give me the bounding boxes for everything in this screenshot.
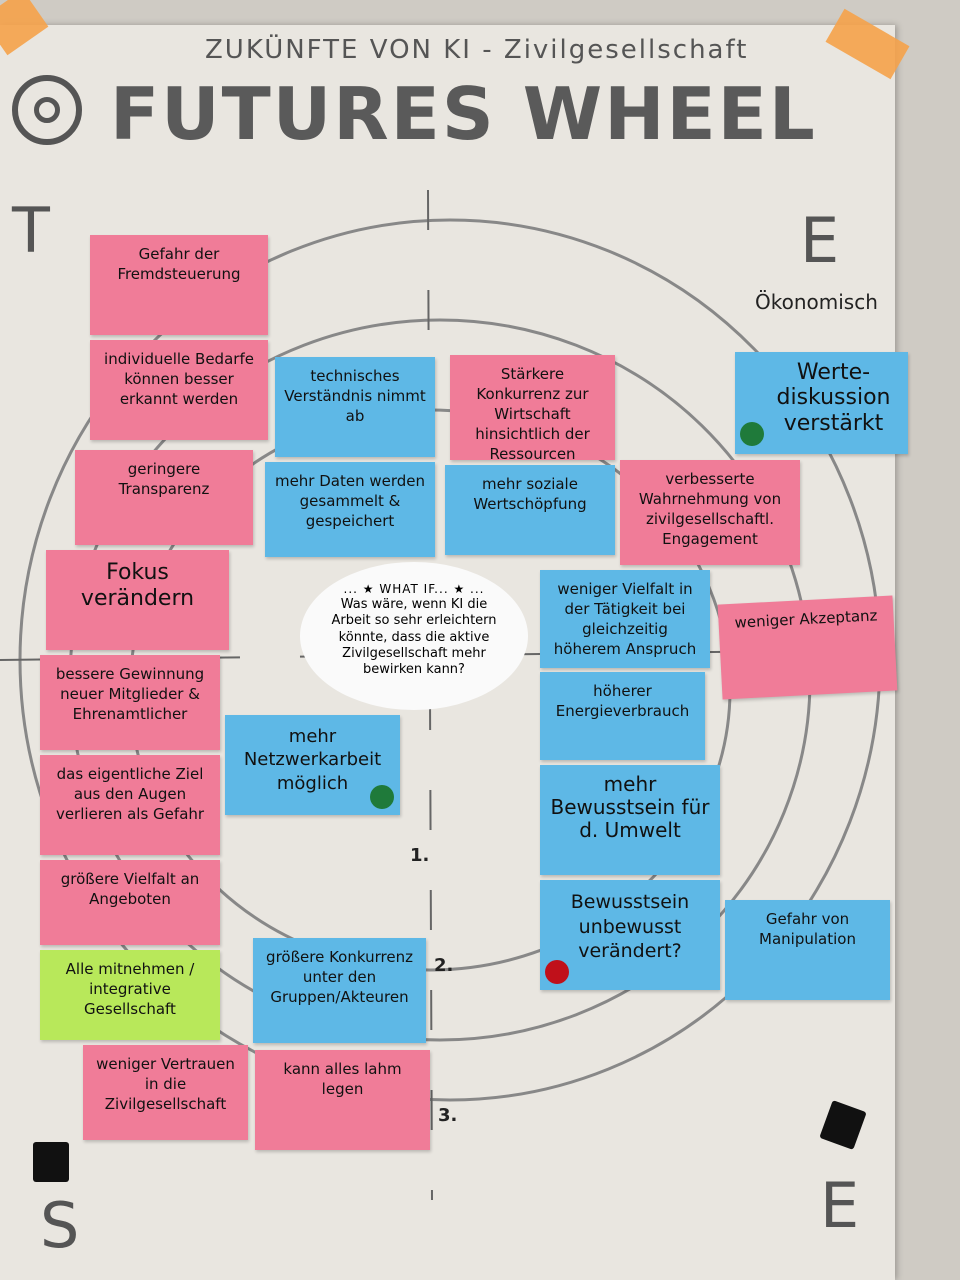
corner-label-e-top: E <box>800 204 840 277</box>
sticky-note: mehr Daten werden gesammelt & gespeicher… <box>265 462 435 557</box>
subtitle: ZUKÜNFTE VON KI - Zivilgesellschaft <box>205 35 749 65</box>
corner-label-s: S <box>40 1189 80 1262</box>
sticky-note: weniger Akzeptanz <box>717 595 898 700</box>
note-text: mehr soziale Wertschöpfung <box>473 475 587 513</box>
note-text: kann alles lahm legen <box>283 1060 402 1098</box>
sticky-note: Gefahr der Fremdsteuerung <box>90 235 268 335</box>
green-dot-sticker <box>740 422 764 446</box>
sticky-note: das eigentliche Ziel aus den Augen verli… <box>40 755 220 855</box>
sticky-note: mehr soziale Wertschöpfung <box>445 465 615 555</box>
binder-clip-left <box>33 1142 69 1182</box>
note-text: Bewusstsein unbewusst verändert? <box>570 891 690 963</box>
page-title: FUTURES WHEEL <box>110 72 817 156</box>
sticky-note: verbesserte Wahrnehmung von zivilgesells… <box>620 460 800 565</box>
red-dot-sticker <box>545 960 569 984</box>
central-question: Was wäre, wenn KI die Arbeit so sehr erl… <box>331 597 497 677</box>
note-text: weniger Vertrauen in die Zivilgesellscha… <box>96 1055 235 1113</box>
note-text: mehr Bewusstsein für d. Umwelt <box>550 772 710 842</box>
sticky-note: Fokus verändern <box>46 550 229 650</box>
sticky-note: Gefahr von Manipulation <box>725 900 890 1000</box>
sticky-note: mehr Netzwerkarbeit möglich <box>225 715 400 815</box>
note-text: Werte-diskussion verstärkt <box>776 360 891 436</box>
label-oekonomisch: Ökonomisch <box>755 290 878 314</box>
sticky-note: Alle mitnehmen / integrative Gesellschaf… <box>40 950 220 1040</box>
note-text: weniger Akzeptanz <box>734 606 878 632</box>
what-if-heading: ... ★ WHAT IF... ★ ... <box>343 582 485 596</box>
sticky-note: größere Vielfalt an Angeboten <box>40 860 220 945</box>
sticky-note: individuelle Bedarfe können besser erkan… <box>90 340 268 440</box>
green-dot-sticker <box>370 785 394 809</box>
note-text: größere Vielfalt an Angeboten <box>60 870 200 908</box>
corner-label-t: T <box>12 194 50 267</box>
sticky-note: mehr Bewusstsein für d. Umwelt <box>540 765 720 875</box>
sticky-note: weniger Vielfalt in der Tätigkeit bei gl… <box>540 570 710 668</box>
note-text: mehr Netzwerkarbeit möglich <box>243 726 382 794</box>
sticky-note: höherer Energieverbrauch <box>540 672 705 760</box>
sticky-note: weniger Vertrauen in die Zivilgesellscha… <box>83 1045 248 1140</box>
note-text: Alle mitnehmen / integrative Gesellschaf… <box>65 960 195 1018</box>
note-text: technisches Verständnis nimmt ab <box>284 367 426 425</box>
note-text: Stärkere Konkurrenz zur Wirtschaft hinsi… <box>475 365 590 463</box>
note-text: Fokus verändern <box>80 560 195 612</box>
ring-label-1: 1. <box>410 845 430 866</box>
ring-label-3: 3. <box>438 1105 458 1126</box>
central-question-bubble: ... ★ WHAT IF... ★ ... Was wäre, wenn KI… <box>300 562 528 710</box>
note-text: das eigentliche Ziel aus den Augen verli… <box>55 765 205 823</box>
note-text: Gefahr der Fremdsteuerung <box>117 245 241 283</box>
note-text: geringere Transparenz <box>118 460 210 498</box>
note-text: größere Konkurrenz unter den Gruppen/Akt… <box>266 948 413 1006</box>
sticky-note: kann alles lahm legen <box>255 1050 430 1150</box>
sticky-note: größere Konkurrenz unter den Gruppen/Akt… <box>253 938 426 1043</box>
note-text: verbesserte Wahrnehmung von zivilgesells… <box>638 470 782 548</box>
note-text: individuelle Bedarfe können besser erkan… <box>104 350 254 408</box>
sticky-note: Bewusstsein unbewusst verändert? <box>540 880 720 990</box>
note-text: höherer Energieverbrauch <box>555 682 690 720</box>
sticky-note: bessere Gewinnung neuer Mitglieder & Ehr… <box>40 655 220 750</box>
note-text: mehr Daten werden gesammelt & gespeicher… <box>274 472 426 530</box>
corner-label-e-bottom: E <box>820 1169 860 1242</box>
sticky-note: Werte-diskussion verstärkt <box>735 352 908 454</box>
note-text: bessere Gewinnung neuer Mitglieder & Ehr… <box>55 665 205 723</box>
sticky-note: technisches Verständnis nimmt ab <box>275 357 435 457</box>
sticky-note: geringere Transparenz <box>75 450 253 545</box>
sticky-note: Stärkere Konkurrenz zur Wirtschaft hinsi… <box>450 355 615 463</box>
note-text: weniger Vielfalt in der Tätigkeit bei gl… <box>553 580 697 658</box>
ring-label-2: 2. <box>434 955 454 976</box>
note-text: Gefahr von Manipulation <box>759 910 856 948</box>
target-logo-icon <box>12 75 82 145</box>
